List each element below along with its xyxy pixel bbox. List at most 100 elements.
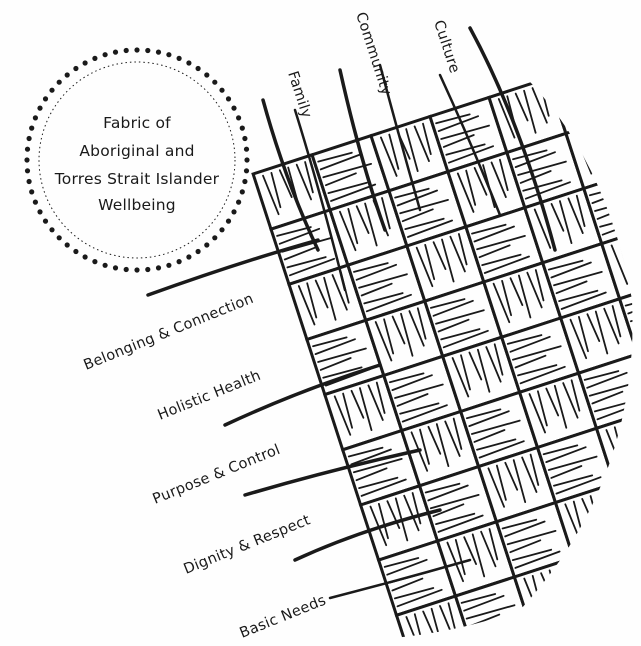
medallion-dot bbox=[43, 219, 48, 224]
medallion-dot bbox=[244, 147, 249, 152]
medallion-dot bbox=[219, 88, 224, 93]
weave-hatch bbox=[636, 327, 641, 337]
medallion-dot bbox=[212, 80, 217, 85]
medallion-dot bbox=[83, 60, 88, 65]
weave-hatch bbox=[636, 123, 641, 136]
weave-hatch bbox=[474, 626, 518, 643]
medallion-dot bbox=[43, 96, 48, 101]
weave-hatch bbox=[631, 112, 641, 121]
weave-hatch bbox=[615, 427, 624, 461]
medallion-dot bbox=[57, 80, 62, 85]
medallion-dot bbox=[244, 168, 249, 173]
weave-hatch bbox=[634, 114, 641, 129]
label-purpose-control: Purpose & Control bbox=[151, 442, 283, 508]
label-culture: Culture bbox=[430, 18, 462, 75]
weave-hatch bbox=[557, 78, 597, 93]
weave-hatch bbox=[593, 130, 605, 157]
medallion-dot bbox=[231, 209, 236, 214]
medallion-dot bbox=[226, 96, 231, 101]
medallion-dot bbox=[244, 157, 249, 162]
medallion-dot bbox=[242, 179, 247, 184]
medallion-dot bbox=[156, 50, 161, 55]
weave-hatch bbox=[558, 568, 572, 603]
medallion-dot bbox=[145, 267, 150, 272]
medallion-dot bbox=[177, 56, 182, 61]
medallion-dot bbox=[166, 52, 171, 57]
label-basic-needs: Basic Needs bbox=[238, 593, 329, 642]
weave-tile bbox=[632, 520, 641, 594]
weave-hatch bbox=[633, 513, 641, 529]
weave-hatch bbox=[562, 97, 592, 109]
title-line-1: Fabric of bbox=[103, 114, 171, 132]
weave-hatch bbox=[550, 570, 562, 612]
weave-tile bbox=[614, 464, 641, 538]
weave-hatch bbox=[628, 240, 640, 267]
medallion-dot bbox=[124, 267, 129, 272]
weave-hatch bbox=[621, 481, 641, 490]
medallion-dot bbox=[25, 168, 30, 173]
weave-hatch bbox=[632, 422, 641, 464]
medallion-dot bbox=[37, 106, 42, 111]
weave-hatch bbox=[617, 61, 633, 99]
medallion-dot bbox=[29, 126, 34, 131]
weave-hatch bbox=[472, 624, 510, 634]
medallion-dot bbox=[27, 136, 32, 141]
medallion-dot bbox=[57, 235, 62, 240]
medallion-dot bbox=[204, 242, 209, 247]
title-line-4: Wellbeing bbox=[98, 196, 176, 214]
medallion-dot bbox=[73, 66, 78, 71]
weave-hatch bbox=[580, 556, 614, 565]
weave-hatch bbox=[609, 124, 623, 159]
label-community: Community bbox=[352, 10, 394, 97]
medallion-dot bbox=[37, 209, 42, 214]
medallion-dot bbox=[242, 136, 247, 141]
weave-hatch bbox=[554, 76, 588, 85]
medallion-dot bbox=[73, 249, 78, 254]
weave-hatch bbox=[626, 493, 641, 506]
weave-hatch bbox=[564, 106, 602, 116]
medallion-dot bbox=[177, 259, 182, 264]
medallion-dot bbox=[49, 227, 54, 232]
medallion-dot bbox=[103, 52, 108, 57]
weave-hatch bbox=[623, 425, 635, 452]
medallion-dot bbox=[124, 48, 129, 53]
label-family: Family bbox=[284, 69, 314, 120]
medallion-dot bbox=[92, 56, 97, 61]
label-dignity-respect: Dignity & Respect bbox=[182, 512, 313, 577]
weave-hatch bbox=[585, 567, 633, 580]
medallion-dot bbox=[134, 47, 139, 52]
medallion-dot bbox=[196, 66, 201, 71]
medallion-dot bbox=[113, 265, 118, 270]
weave-hatch bbox=[566, 565, 574, 595]
medallion-dot bbox=[113, 50, 118, 55]
medallion-dot bbox=[196, 249, 201, 254]
medallion-dot bbox=[226, 219, 231, 224]
medallion-dot-ring bbox=[24, 47, 249, 272]
medallion-dot bbox=[24, 157, 29, 162]
medallion-dot bbox=[186, 60, 191, 65]
medallion-dot bbox=[65, 72, 70, 77]
weave-hatch bbox=[590, 586, 628, 596]
weave-hatch bbox=[637, 237, 641, 279]
weave-hatch bbox=[601, 127, 613, 169]
weave-hatch bbox=[599, 493, 613, 528]
weave-tile bbox=[573, 539, 641, 613]
medallion-dot bbox=[65, 242, 70, 247]
medallion-dot bbox=[33, 200, 38, 205]
weave-hatch bbox=[592, 588, 636, 604]
weave-hatch bbox=[631, 511, 641, 521]
medallion-dot bbox=[204, 72, 209, 77]
weave-hatch bbox=[634, 55, 641, 82]
medallion-dot bbox=[33, 115, 38, 120]
medallion-dot bbox=[236, 200, 241, 205]
weave-tile bbox=[607, 40, 641, 114]
medallion-inner-ring bbox=[39, 62, 235, 258]
weave-hatch bbox=[618, 121, 626, 151]
weave-hatch bbox=[628, 502, 641, 514]
woven-fabric bbox=[253, 40, 641, 646]
medallion-dot bbox=[103, 263, 108, 268]
weave-hatch bbox=[633, 317, 641, 329]
medallion-dot bbox=[231, 106, 236, 111]
